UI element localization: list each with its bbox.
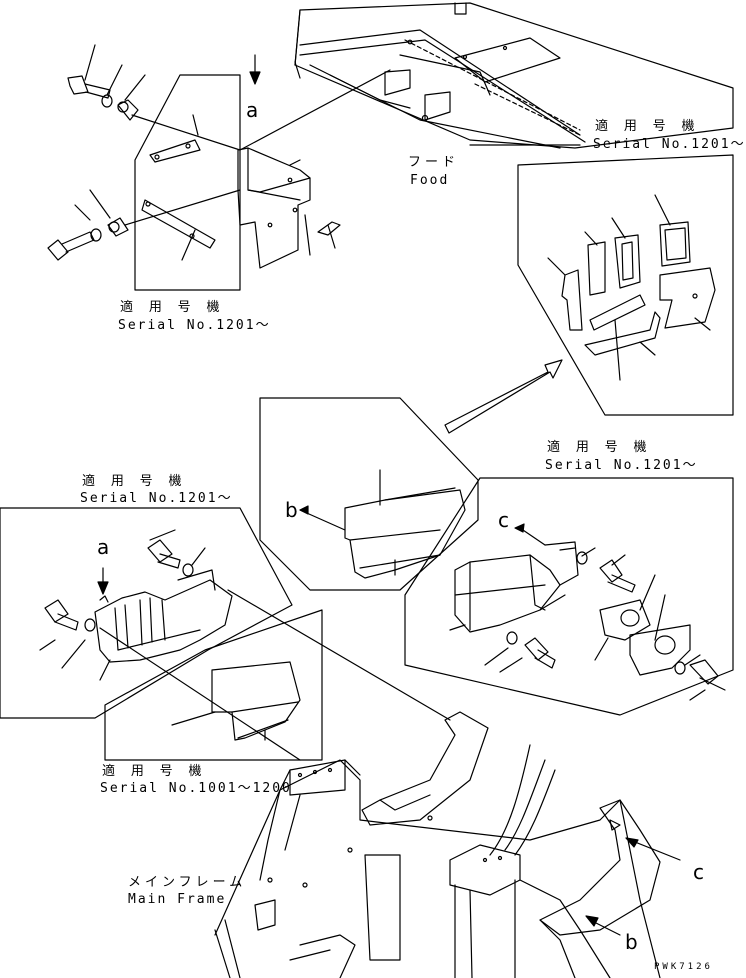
hood-label-jp: フード	[408, 155, 460, 170]
hood-label-en: Food	[410, 173, 450, 188]
box-serial-1001-group	[105, 610, 322, 760]
callout-c-bottom: c	[693, 860, 704, 884]
bracket-group-top-left	[48, 45, 240, 290]
main-frame-label-en: Main Frame	[128, 892, 227, 907]
applicability-top-left-serial: Serial No.1201〜	[118, 318, 271, 333]
applicability-top-right-serial: Serial No.1201〜	[593, 137, 746, 152]
applicability-lower-left-serial: Serial No.1001〜1200	[100, 781, 292, 796]
applicability-top-left-jp: 適 用 号 機	[120, 300, 224, 315]
hollow-arrow	[445, 360, 562, 433]
callout-b-middle: b	[285, 498, 298, 522]
box-c-group	[405, 478, 733, 715]
box-b-group	[260, 398, 478, 590]
main-frame-label-jp: メインフレーム	[128, 875, 247, 890]
main-frame	[215, 712, 680, 978]
callout-a-left: a	[97, 535, 110, 559]
hood-panel	[295, 3, 733, 148]
applicability-top-right-jp: 適 用 号 機	[595, 119, 699, 134]
applicability-middle-right-jp: 適 用 号 機	[547, 440, 651, 455]
leader-hood-to-bracket	[240, 70, 390, 150]
drawing-code: PWK7126	[654, 962, 713, 972]
applicability-middle-right-serial: Serial No.1201〜	[545, 458, 698, 473]
applicability-middle-left-serial: Serial No.1201〜	[80, 491, 233, 506]
box-a-group	[0, 508, 450, 760]
callout-a-top: a	[246, 98, 259, 122]
panel-set-top-right	[518, 155, 733, 415]
bracket-plate-top	[238, 148, 340, 268]
callout-b-bottom: b	[625, 930, 638, 954]
arrow-a-head	[250, 72, 260, 84]
callout-c-middle: c	[498, 508, 509, 532]
applicability-lower-left-jp: 適 用 号 機	[102, 764, 206, 779]
applicability-middle-left-jp: 適 用 号 機	[82, 474, 186, 489]
